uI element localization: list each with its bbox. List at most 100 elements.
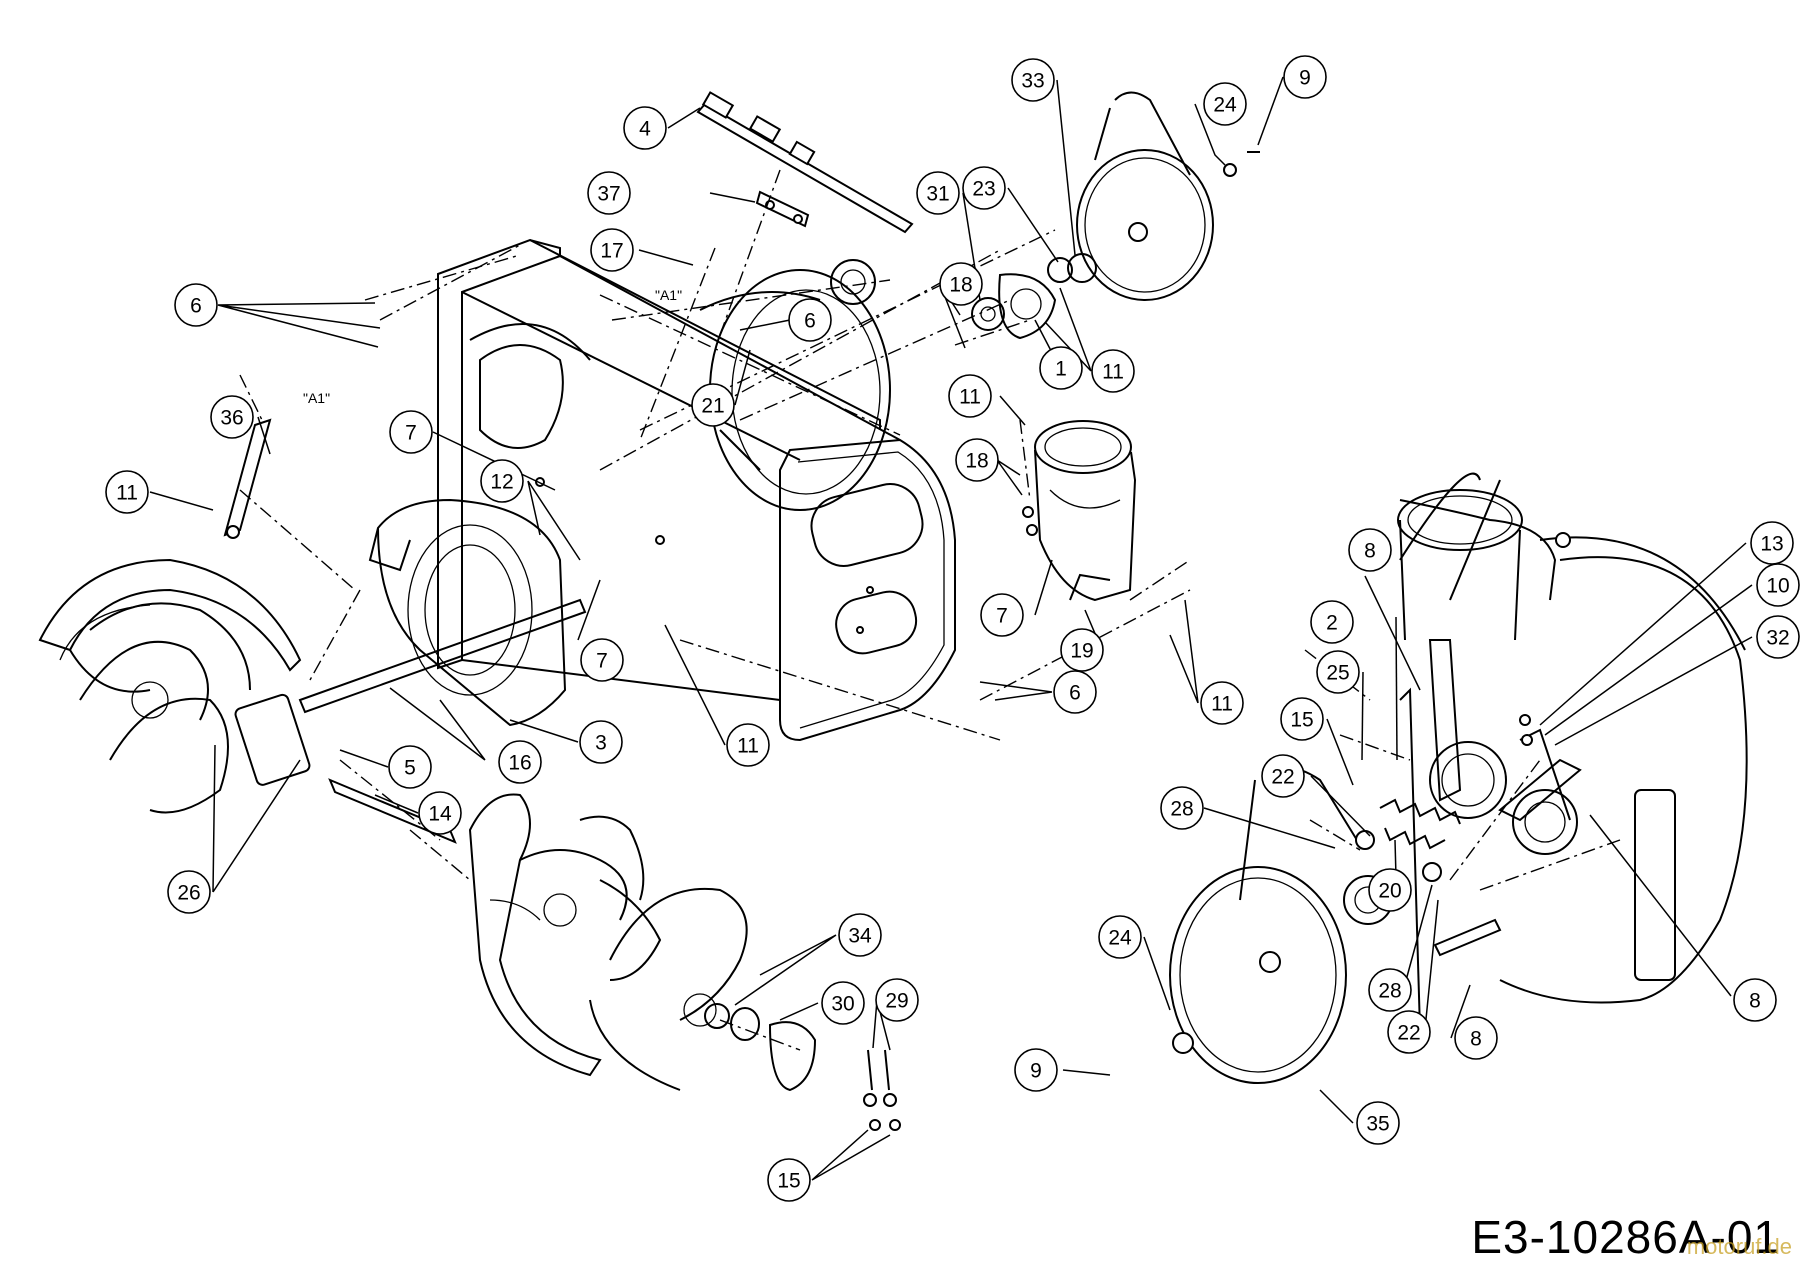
callout-balloon	[580, 638, 624, 682]
callout-balloon	[174, 283, 218, 327]
callout-22: 22	[1261, 754, 1305, 798]
callout-11: 11	[105, 470, 149, 514]
callout-balloon	[916, 171, 960, 215]
callout-balloon	[1261, 754, 1305, 798]
callout-balloon	[167, 870, 211, 914]
callout-balloon	[691, 383, 735, 427]
annotation-a1-top: "A1"	[655, 287, 682, 303]
callout-balloon	[821, 981, 865, 1025]
callout-balloon	[388, 745, 432, 789]
callout-2: 2	[1310, 600, 1354, 644]
callout-label: 11	[1211, 693, 1233, 716]
callout-label: 11	[1102, 361, 1124, 384]
callout-12: 12	[480, 459, 524, 503]
callout-balloon	[1454, 1016, 1498, 1060]
fittings-bottom	[863, 1049, 901, 1131]
callout-6: 6	[1053, 670, 1097, 714]
callout-label: 31	[926, 183, 949, 206]
callout-label: 23	[972, 178, 995, 201]
callout-21: 21	[691, 383, 735, 427]
callout-31: 31	[916, 171, 960, 215]
callout-balloon	[1160, 786, 1204, 830]
callout-balloon	[788, 298, 832, 342]
callout-11: 11	[726, 723, 770, 767]
callout-balloon	[210, 395, 254, 439]
callout-balloon	[838, 913, 882, 957]
assembly-lines	[239, 169, 1621, 1051]
callout-label: 11	[737, 735, 759, 758]
callout-balloon	[1756, 615, 1800, 659]
callout-balloon	[1053, 670, 1097, 714]
callout-balloon	[1091, 349, 1135, 393]
callout-22: 22	[1387, 1010, 1431, 1054]
callout-label: 11	[116, 482, 138, 505]
callout-15: 15	[767, 1158, 811, 1202]
callout-label: 16	[508, 752, 531, 775]
gear-top	[830, 259, 876, 305]
callout-25: 25	[1316, 650, 1360, 694]
callout-balloon	[1280, 697, 1324, 741]
callout-label: 7	[996, 605, 1008, 628]
callout-balloon	[1200, 681, 1244, 725]
callout-label: 12	[490, 471, 513, 494]
callout-label: 22	[1271, 766, 1294, 789]
callout-balloon	[1283, 55, 1327, 99]
callout-label: 11	[959, 386, 981, 409]
callout-9: 9	[1014, 1048, 1058, 1092]
callout-3: 3	[579, 720, 623, 764]
callout-label: 35	[1366, 1113, 1389, 1136]
leader-lines	[149, 76, 1753, 1181]
impeller-assembly-right	[1397, 472, 1748, 1031]
callout-balloon	[767, 1158, 811, 1202]
callout-18: 18	[955, 438, 999, 482]
callout-balloon	[105, 470, 149, 514]
drawing-code: E3-10286A-01	[1471, 1211, 1780, 1263]
callout-label: 15	[1290, 709, 1313, 732]
callout-1: 1	[1039, 346, 1083, 390]
callout-balloon	[1387, 1010, 1431, 1054]
callout-balloon	[1750, 521, 1794, 565]
callout-18: 18	[939, 262, 983, 306]
callout-balloon	[579, 720, 623, 764]
callout-balloon	[1733, 978, 1777, 1022]
bracket-37	[755, 190, 810, 228]
watermark: motoruf.de	[1686, 1234, 1792, 1259]
callout-29: 29	[875, 978, 919, 1022]
callout-balloon	[1060, 628, 1104, 672]
callout-balloon	[1203, 82, 1247, 126]
callout-balloon	[726, 723, 770, 767]
callout-balloon	[389, 410, 433, 454]
callout-8: 8	[1733, 978, 1777, 1022]
bearing-flange	[971, 253, 1097, 340]
callout-balloon	[1014, 1048, 1058, 1092]
callout-balloon	[1316, 650, 1360, 694]
callout-label: 30	[831, 993, 854, 1016]
callout-11: 11	[948, 374, 992, 418]
callout-7: 7	[389, 410, 433, 454]
callout-balloon	[939, 262, 983, 306]
callout-balloon	[1310, 600, 1354, 644]
callout-balloon	[955, 438, 999, 482]
callout-11: 11	[1091, 349, 1135, 393]
callout-label: 28	[1378, 980, 1401, 1003]
callout-balloon	[948, 374, 992, 418]
callout-4: 4	[623, 106, 667, 150]
callout-label: 22	[1397, 1022, 1420, 1045]
callout-label: 5	[404, 757, 416, 780]
rod-36	[223, 418, 272, 539]
callout-10: 10	[1756, 563, 1800, 607]
callout-5: 5	[388, 745, 432, 789]
callout-20: 20	[1368, 868, 1412, 912]
auger-shaft	[234, 598, 587, 844]
callout-label: 17	[600, 240, 623, 263]
callout-label: 24	[1213, 94, 1237, 117]
callout-balloon	[1348, 528, 1392, 572]
callout-26: 26	[167, 870, 211, 914]
callout-33: 33	[1011, 58, 1055, 102]
callout-balloon	[480, 459, 524, 503]
chute	[1022, 420, 1137, 602]
callout-label: 25	[1326, 662, 1349, 685]
callout-label: 13	[1760, 533, 1783, 556]
callout-6: 6	[788, 298, 832, 342]
callout-balloon	[623, 106, 667, 150]
